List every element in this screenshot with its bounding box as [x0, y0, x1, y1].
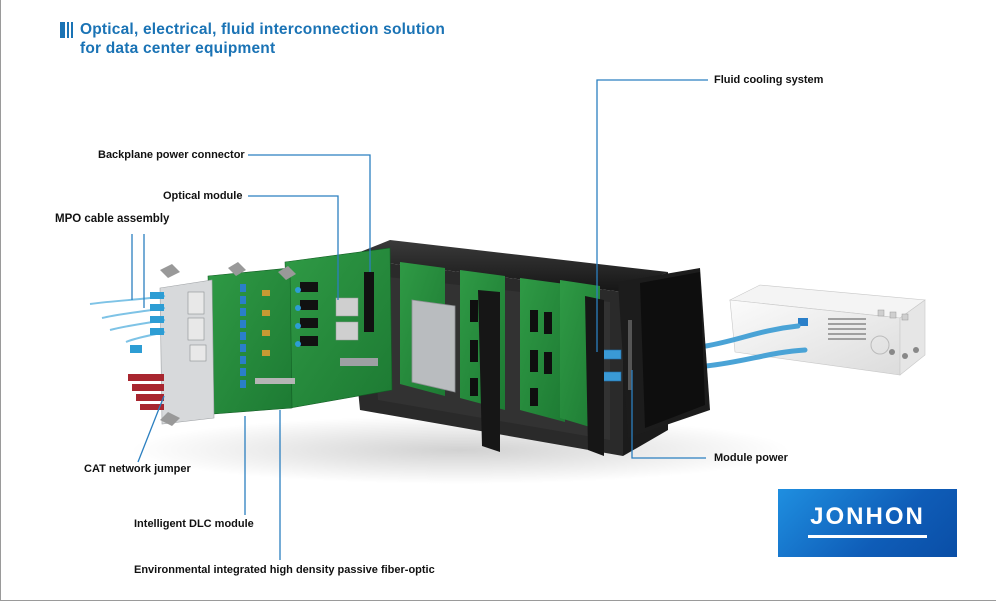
logo-text: JONHON [810, 503, 925, 530]
page-title: Optical, electrical, fluid interconnecti… [80, 20, 445, 58]
backplane-board [284, 247, 393, 409]
logo-underline [808, 535, 927, 538]
title-bar-icon [60, 22, 74, 38]
label-module-power: Module power [714, 452, 788, 464]
jonhon-logo: JONHON [778, 489, 957, 557]
label-mpo-cable: MPO cable assembly [55, 213, 170, 225]
title-line-2: for data center equipment [80, 40, 276, 57]
leader-cat [137, 395, 165, 463]
fluid-hoses [703, 323, 808, 369]
leader-optical-module [248, 195, 339, 300]
leader-fluid-cooling [596, 79, 708, 352]
label-backplane-power: Backplane power connector [98, 149, 245, 161]
label-fluid-cooling: Fluid cooling system [714, 74, 824, 86]
cooling-unit [728, 284, 926, 376]
label-optical-module: Optical module [163, 190, 243, 202]
label-cat-jumper: CAT network jumper [84, 463, 191, 475]
chassis [345, 240, 710, 456]
title-line-1: Optical, electrical, fluid interconnecti… [80, 21, 446, 38]
label-fiber-optic: Environmental integrated high density pa… [134, 564, 435, 576]
dlc-card [207, 267, 295, 415]
front-panel [89, 262, 296, 426]
cat-jumpers [128, 374, 164, 410]
leader-module-power [631, 370, 706, 459]
leader-lines [131, 79, 708, 560]
label-dlc-module: Intelligent DLC module [134, 518, 254, 530]
leader-backplane-power [248, 154, 371, 272]
